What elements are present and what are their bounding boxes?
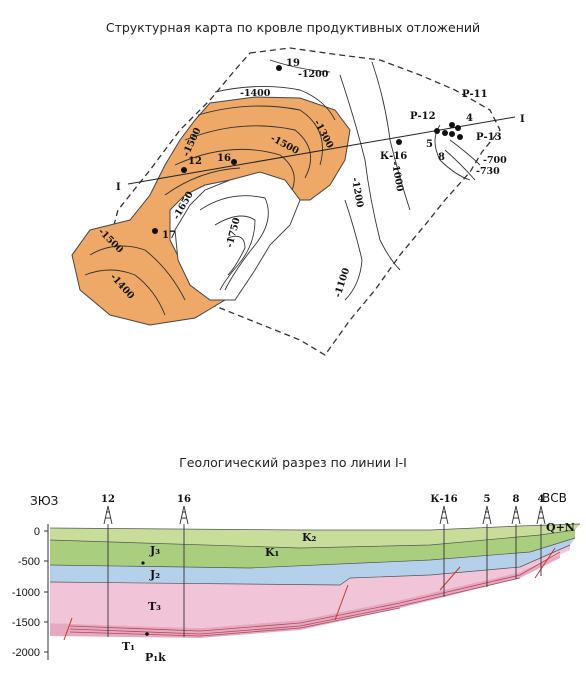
well-label: 16	[217, 153, 231, 164]
well-r12	[434, 128, 440, 134]
layer-boundaries	[49, 523, 581, 586]
layer-t3	[50, 545, 570, 628]
map-boundary	[109, 47, 501, 356]
contour-label: -1000	[389, 161, 405, 193]
structure-map: 19 16 12 17 К-16 Р-11 Р-12 Р-13 4 5 8 -1…	[71, 47, 525, 356]
cross-section: ЗЮЗ ВСВ 0 -500 -1000 -1500 -2000	[12, 491, 581, 664]
well-17	[152, 228, 158, 234]
contour-label: -700	[483, 155, 507, 166]
line-end-left: I	[116, 182, 121, 193]
unit-label-k1: K₁	[265, 546, 280, 559]
derrick-icon	[482, 505, 492, 525]
well-label: 8	[438, 152, 445, 163]
well-label: К-16	[380, 151, 407, 162]
well-4	[455, 125, 461, 131]
profile-line	[127, 116, 516, 185]
unit-label-t3: T₃	[148, 600, 161, 613]
map-wells	[152, 65, 463, 234]
section-well-label: 12	[101, 494, 115, 505]
unit-label-p1k: P₁k	[145, 651, 166, 664]
contour-label: -1200	[349, 177, 365, 209]
depth-tick-label: -500	[18, 556, 40, 568]
unit-label-j3: J₃	[149, 544, 160, 557]
line-end-right: I	[520, 114, 525, 125]
well-8	[449, 131, 455, 137]
well-label: 5	[426, 139, 433, 150]
depth-tick-label: -1000	[12, 587, 40, 599]
depth-tick-label: -1500	[12, 617, 40, 629]
well-r13	[457, 134, 463, 140]
section-well-label: 4	[538, 494, 545, 505]
section-well-label: К-16	[430, 494, 457, 505]
derrick-icon	[536, 505, 546, 525]
contour-label: -1400	[240, 88, 271, 99]
contour-label: -1200	[298, 69, 329, 80]
well-label: 19	[286, 58, 300, 69]
well-label: Р-13	[476, 132, 502, 143]
depth-tick-label: -2000	[12, 647, 40, 659]
depth-ticks	[44, 530, 48, 653]
faults	[63, 547, 556, 641]
well-label: 12	[188, 156, 202, 167]
unit-label-k2: K₂	[302, 531, 317, 544]
well-r11	[449, 122, 455, 128]
contour-label: -1100	[332, 266, 352, 299]
contour-lines	[84, 59, 481, 316]
well-k16	[396, 139, 402, 145]
well-label: Р-11	[462, 89, 488, 100]
layer-k2	[50, 524, 580, 548]
unit-label-t1: T₁	[122, 640, 135, 653]
section-title: Геологический разрез по линии I-I	[179, 455, 407, 470]
derrick-icons	[103, 505, 546, 525]
derrick-icon	[511, 505, 521, 525]
layer-t1	[50, 548, 560, 638]
derrick-icon	[103, 505, 113, 525]
derrick-icon	[179, 505, 189, 525]
base-strata	[69, 551, 561, 637]
section-well-label: 8	[513, 494, 520, 505]
well-label: 17	[162, 230, 176, 241]
dir-right: ВСВ	[542, 491, 567, 505]
well-16	[231, 159, 237, 165]
well-19	[276, 65, 282, 71]
unit-label-qn: Q+N	[546, 521, 575, 534]
orange-zone	[71, 96, 351, 326]
map-title: Структурная карта по кровле продуктивных…	[105, 20, 481, 35]
marker-dot	[145, 632, 149, 636]
depth-tick-label: 0	[34, 526, 40, 538]
well-label: Р-12	[410, 111, 436, 122]
contour-label: -730	[476, 166, 500, 177]
well-12	[181, 167, 187, 173]
section-well-label: 16	[177, 494, 191, 505]
unit-label-j2: J₂	[149, 568, 160, 581]
section-wells	[107, 524, 542, 637]
dir-left: ЗЮЗ	[30, 494, 58, 508]
well-label: 4	[466, 113, 473, 124]
derrick-icon	[439, 505, 449, 525]
well-5	[442, 130, 448, 136]
marker-dot	[141, 561, 145, 565]
section-well-label: 5	[484, 494, 491, 505]
